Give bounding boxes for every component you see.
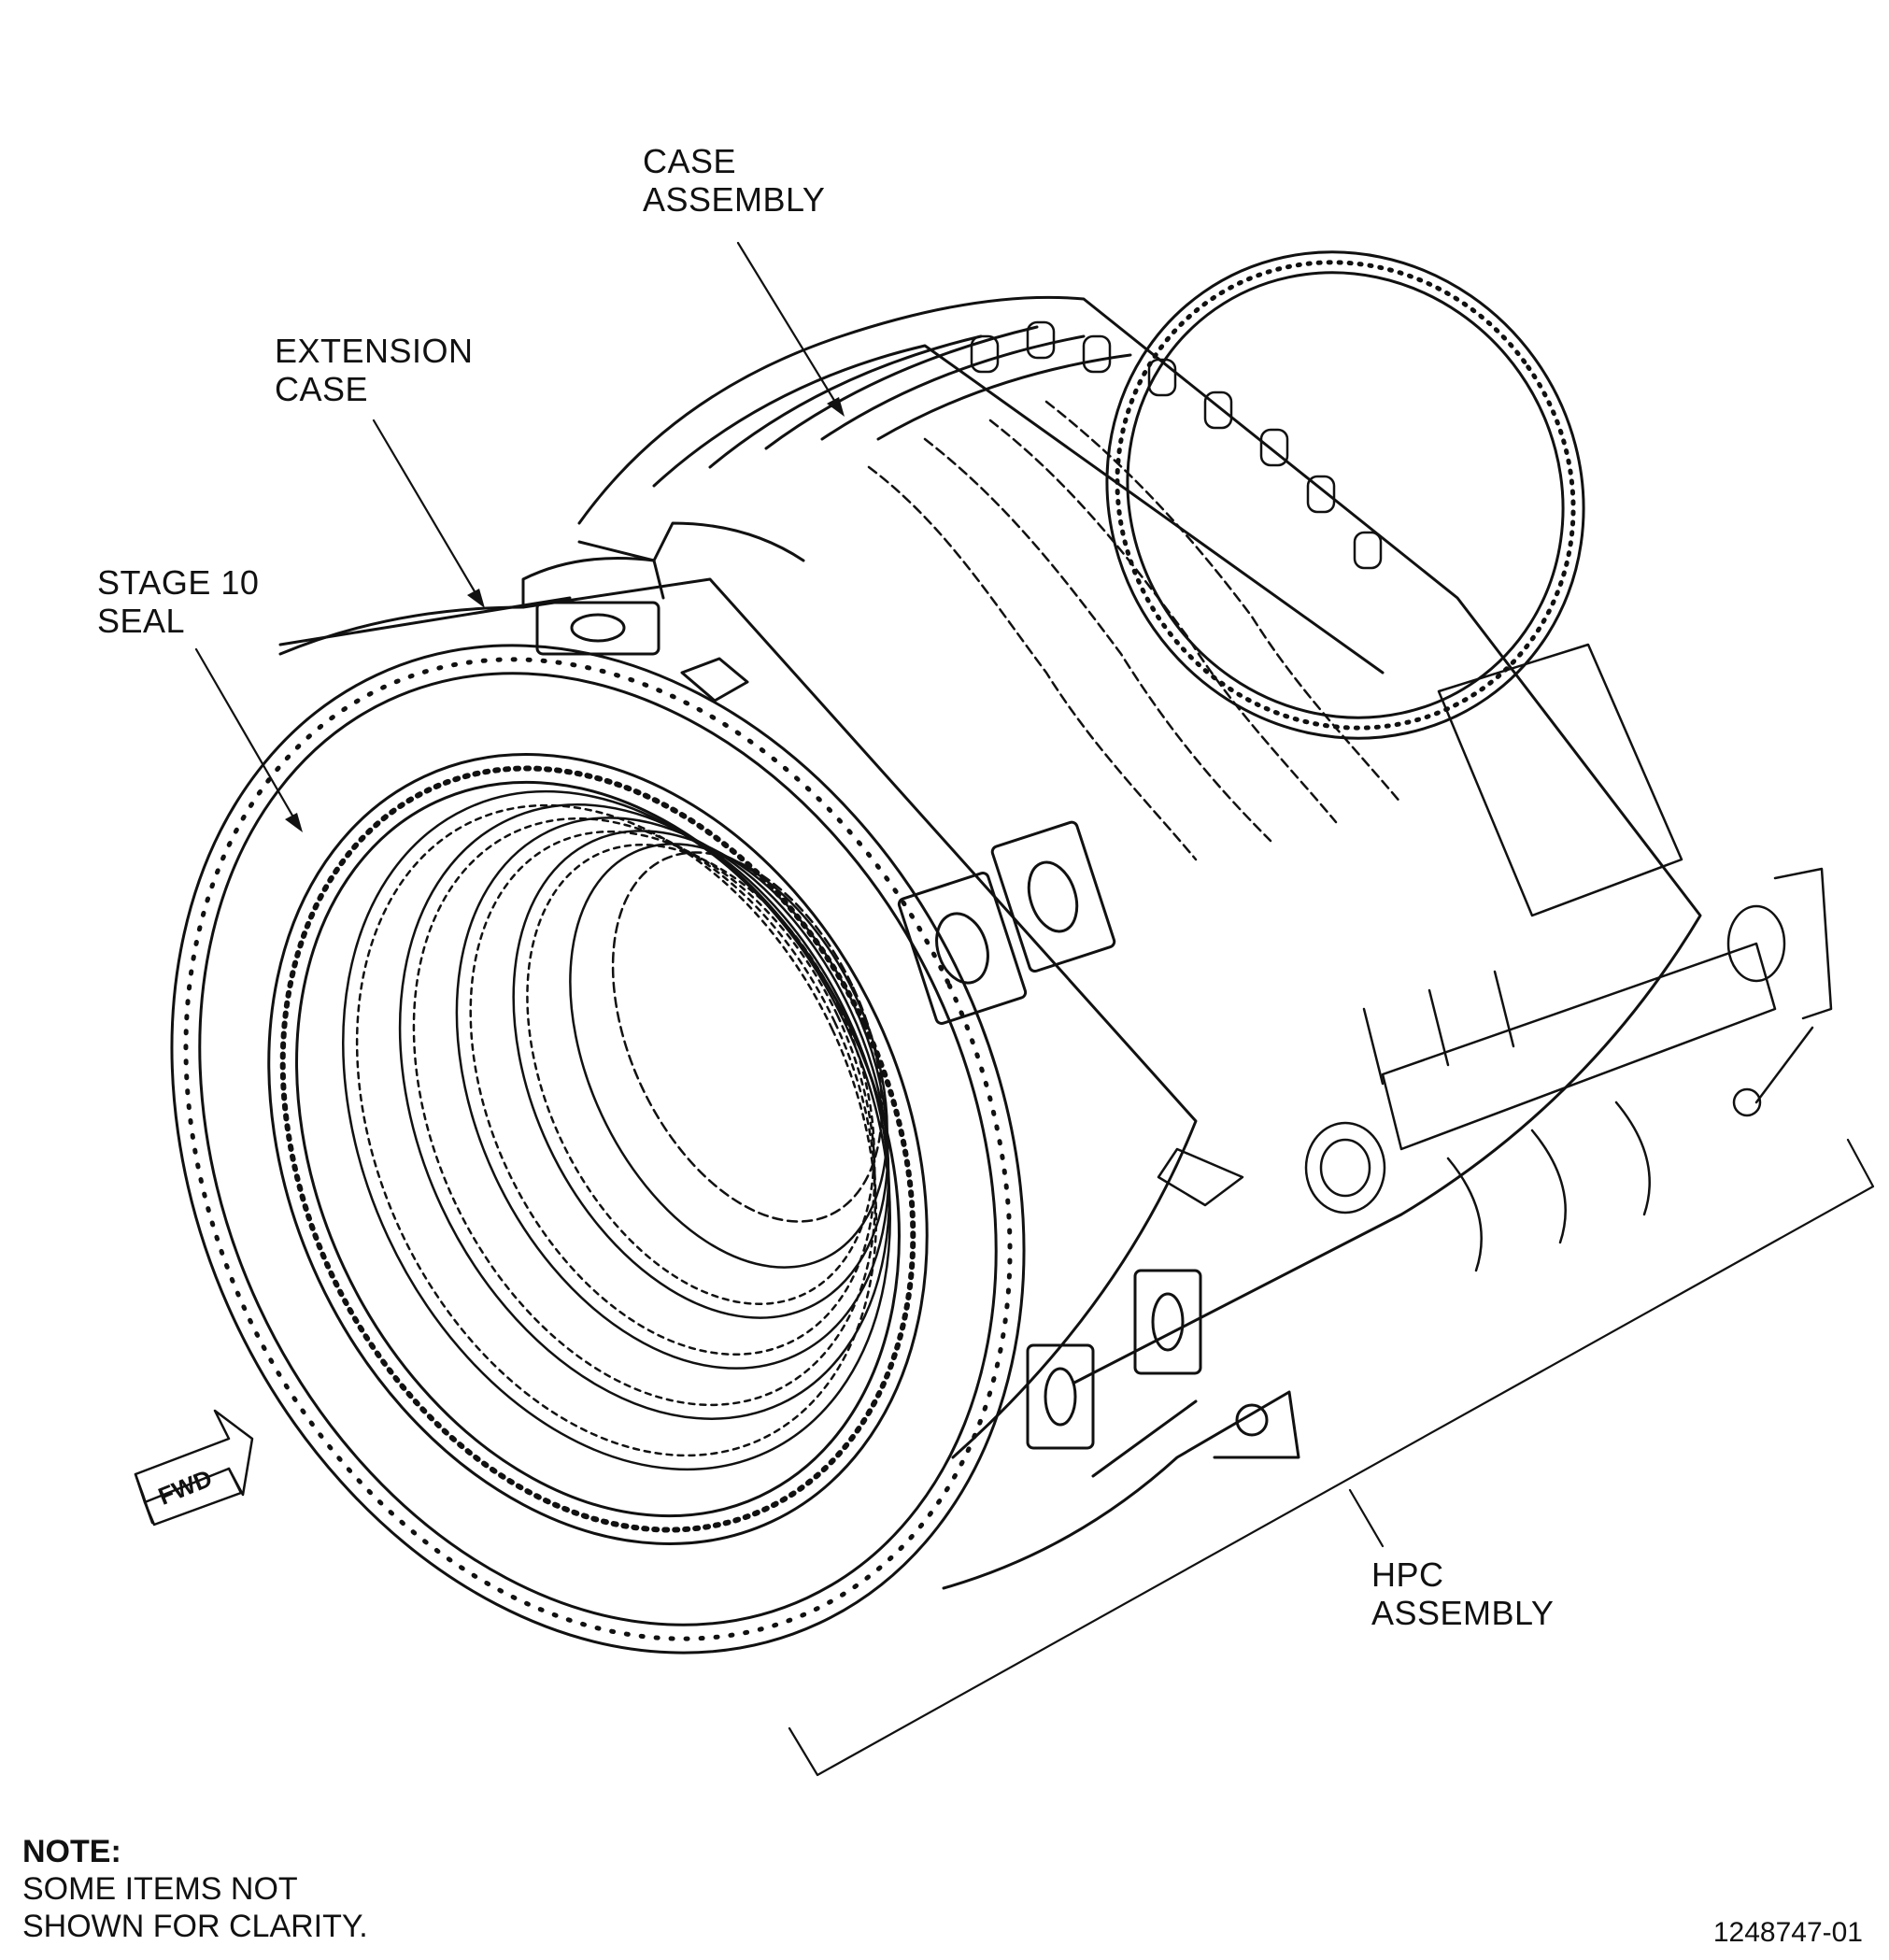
stage10-seal-leader <box>194 647 301 829</box>
case-assembly-body <box>577 295 1702 1385</box>
hpc-assembly-bracket <box>788 1138 1875 1777</box>
extension-case-line2: CASE <box>275 370 369 408</box>
case-assembly-callout: CASE ASSEMBLY <box>643 142 825 219</box>
note-line-2: SHOWN FOR CLARITY. <box>22 1909 368 1944</box>
rear-flange <box>1105 250 1585 740</box>
extension-case-line1: EXTENSION <box>275 332 474 370</box>
figure-number: 1248747-01 <box>1712 1917 1863 1948</box>
extension-case-arrowhead <box>467 589 485 608</box>
front-flange <box>170 644 1026 1655</box>
leader-lines <box>194 241 1875 1777</box>
case-assembly-line1: CASE <box>643 142 737 180</box>
hpc-assembly-leader <box>1348 1488 1385 1548</box>
extension-case-callout: EXTENSION CASE <box>275 332 474 408</box>
case-outline <box>278 596 1300 1590</box>
leader-arrowheads <box>285 397 845 832</box>
hpc-assembly-callout: HPC ASSEMBLY <box>1371 1555 1554 1632</box>
extension-case-body <box>278 521 1202 1459</box>
case-assembly-arrowhead <box>827 397 845 417</box>
note-block: NOTE: SOME ITEMS NOT SHOWN FOR CLARITY. <box>22 1833 368 1945</box>
extension-case-leader <box>372 419 483 604</box>
hpc-assembly-line1: HPC <box>1371 1555 1444 1594</box>
note-line-1: SOME ITEMS NOT <box>22 1871 298 1907</box>
fwd-label: FWD <box>154 1464 216 1511</box>
variable-vane-actuator <box>1157 643 1833 1272</box>
stage10-seal-ring <box>267 753 929 1545</box>
case-assembly-line2: ASSEMBLY <box>643 180 826 219</box>
case-assembly-leader <box>736 241 843 413</box>
stage10-seal-arrowhead <box>285 813 303 832</box>
hpc-assembly-line2: ASSEMBLY <box>1371 1594 1555 1632</box>
stage10-seal-callout: STAGE 10 SEAL <box>97 563 259 640</box>
note-heading: NOTE: <box>22 1834 121 1869</box>
stage10-seal-line1: STAGE 10 <box>97 563 260 602</box>
compressor-stages <box>342 789 891 1471</box>
fwd-arrow-icon <box>134 1409 254 1527</box>
stage10-seal-line2: SEAL <box>97 602 186 640</box>
